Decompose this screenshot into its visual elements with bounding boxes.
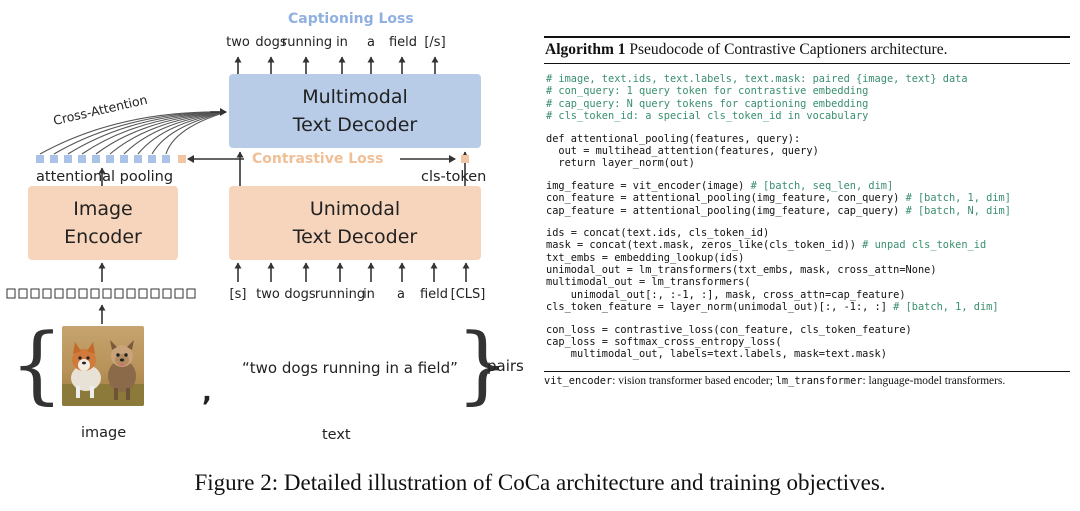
text-label: text <box>322 427 351 443</box>
image-encoder: Image Encoder <box>28 186 178 260</box>
input-token: dogs <box>284 287 316 302</box>
algorithm-top-rule <box>544 36 1070 38</box>
pseudocode: # image, text.ids, text.labels, text.mas… <box>544 64 1070 361</box>
code-line: img_feature = vit_encoder(image) # [batc… <box>546 179 894 192</box>
algorithm-title-text: Pseudocode of Contrastive Captioners arc… <box>629 41 948 58</box>
code-line: con_feature = attentional_pooling(img_fe… <box>546 192 1011 205</box>
multimodal-text-decoder: Multimodal Text Decoder <box>229 74 481 148</box>
code-comment: # image, text.ids, text.labels, text.mas… <box>546 73 968 85</box>
figure-caption: Figure 2: Detailed illustration of CoCa … <box>194 470 886 495</box>
algorithm-bottom-rule <box>544 370 1070 372</box>
input-token: [CLS] <box>450 287 486 302</box>
image-label: image <box>81 425 127 441</box>
attentional-pooling-label: attentional pooling <box>36 169 174 185</box>
algorithm-number: Algorithm 1 <box>545 41 626 58</box>
unimodal-text-decoder: Unimodal Text Decoder <box>229 186 481 260</box>
pooling-tokens <box>36 155 170 163</box>
algorithm-panel: Algorithm 1 Pseudocode of Contrastive Ca… <box>544 36 1070 387</box>
code-line: multimodal_out = lm_transformers( <box>546 276 751 289</box>
code-line: unimodal_out[:, :-1, :], mask, cross_att… <box>546 288 906 301</box>
output-token: [/s] <box>424 35 446 50</box>
code-comment: # cap_query: N query tokens for captioni… <box>546 97 869 110</box>
pairs-label: pairs <box>487 357 524 375</box>
image-patch-tokens <box>6 288 196 299</box>
output-token: dogs <box>255 35 287 50</box>
cls-token-label: cls-token <box>421 169 487 185</box>
cls-token-marker <box>461 155 469 163</box>
comma-separator: , <box>202 378 212 408</box>
code-line: cap_feature = attentional_pooling(img_fe… <box>546 204 1011 217</box>
output-token: in <box>336 35 348 50</box>
code-line: out = multihead_attention(features, quer… <box>546 144 819 157</box>
output-arrows <box>234 56 439 74</box>
code-line: return layer_norm(out) <box>546 157 695 170</box>
code-line: cls_token_feature = layer_norm(unimodal_… <box>546 301 999 314</box>
text-sample: “two dogs running in a field” <box>242 359 458 377</box>
contrastive-token-left <box>178 155 186 163</box>
output-token: running <box>281 35 333 50</box>
code-line: multimodal_out, labels=text.labels, mask… <box>546 348 887 361</box>
captioning-loss-label: Captioning Loss <box>288 11 414 27</box>
code-comment: # cls_token_id: a special cls_token_id i… <box>546 110 869 123</box>
algorithm-title-rule <box>544 63 1070 64</box>
output-token: two <box>226 35 250 50</box>
input-arrows <box>234 262 470 282</box>
code-line: txt_embs = embedding_lookup(ids) <box>546 251 745 264</box>
output-token: a <box>367 35 375 50</box>
input-token: a <box>397 287 405 302</box>
code-comment: # con_query: 1 query token for contrasti… <box>546 85 869 98</box>
algorithm-title: Algorithm 1 Pseudocode of Contrastive Ca… <box>544 38 1070 63</box>
contrastive-loss-label: Contrastive Loss <box>252 151 384 167</box>
input-token: two <box>256 287 280 302</box>
code-line: unimodal_out = lm_transformers(txt_embs,… <box>546 264 937 277</box>
input-token: running <box>314 287 366 302</box>
input-token: in <box>363 287 375 302</box>
code-line: mask = concat(text.mask, zeros_like(cls_… <box>546 239 987 252</box>
left-brace: { <box>10 315 64 413</box>
code-line: def attentional_pooling(features, query)… <box>546 132 801 145</box>
diagram-arrows <box>6 56 470 324</box>
right-brace: } <box>456 315 510 413</box>
algorithm-footnote: vit_encoder: vision transformer based en… <box>544 374 1006 387</box>
output-token: field <box>388 35 418 50</box>
input-token: [s] <box>229 287 247 302</box>
cross-attention-lines <box>39 111 227 155</box>
code-line: ids = concat(text.ids, cls_token_id) <box>546 226 770 239</box>
code-line: cap_loss = softmax_cross_entropy_loss( <box>546 336 782 349</box>
dogs-photo <box>62 326 144 406</box>
code-line: con_loss = contrastive_loss(con_feature,… <box>546 323 912 336</box>
input-token: field <box>419 287 449 302</box>
